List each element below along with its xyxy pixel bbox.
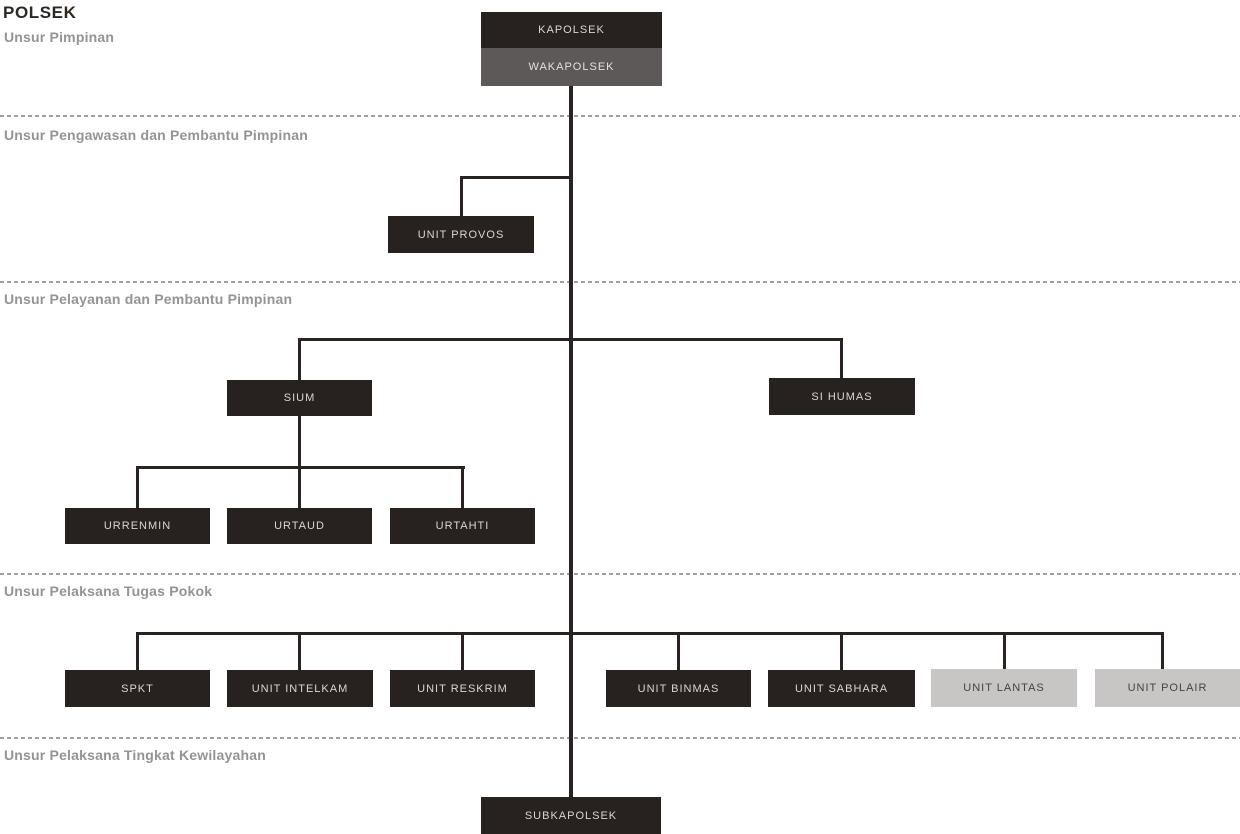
node-unit-lantas: UNIT LANTAS bbox=[931, 669, 1077, 707]
connector-pelayanan-h bbox=[298, 338, 843, 341]
section-divider bbox=[0, 573, 1240, 575]
section-label-kewilayahan: Unsur Pelaksana Tingkat Kewilayahan bbox=[4, 747, 266, 763]
node-spkt: SPKT bbox=[65, 670, 210, 707]
section-divider bbox=[0, 281, 1240, 283]
connector-drop-unit-reskrim bbox=[461, 632, 464, 670]
node-unit-binmas: UNIT BINMAS bbox=[606, 670, 751, 707]
connector-drop-si-humas bbox=[840, 338, 843, 378]
section-label-pelayanan: Unsur Pelayanan dan Pembantu Pimpinan bbox=[4, 291, 293, 307]
connector-provos-h bbox=[460, 176, 571, 179]
connector-drop-urtaud bbox=[298, 466, 301, 508]
node-unit-polair: UNIT POLAIR bbox=[1095, 669, 1240, 707]
connector-drop-unit-polair bbox=[1161, 632, 1164, 670]
node-unit-sabhara: UNIT SABHARA bbox=[768, 670, 915, 707]
connector-trunk bbox=[569, 86, 573, 798]
section-divider bbox=[0, 737, 1240, 739]
section-label-pengawasan: Unsur Pengawasan dan Pembantu Pimpinan bbox=[4, 127, 308, 143]
node-sium: SIUM bbox=[227, 380, 372, 416]
node-urtaud: URTAUD bbox=[227, 508, 372, 544]
page-title: POLSEK bbox=[3, 3, 77, 22]
connector-drop-spkt bbox=[136, 632, 139, 670]
connector-sium-down bbox=[298, 416, 301, 468]
connector-provos-v bbox=[460, 176, 463, 216]
connector-pokok-h bbox=[136, 632, 1164, 635]
connector-drop-urtahti bbox=[461, 466, 464, 508]
node-unit-reskrim: UNIT RESKRIM bbox=[390, 670, 535, 707]
node-si-humas: SI HUMAS bbox=[769, 378, 915, 415]
connector-drop-unit-sabhara bbox=[840, 632, 843, 670]
section-divider bbox=[0, 115, 1240, 117]
section-label-pimpinan: Unsur Pimpinan bbox=[4, 29, 115, 45]
section-label-pelaksana-pokok: Unsur Pelaksana Tugas Pokok bbox=[4, 583, 213, 599]
connector-drop-sium bbox=[298, 338, 301, 380]
node-urrenmin: URRENMIN bbox=[65, 508, 210, 544]
node-urtahti: URTAHTI bbox=[390, 508, 535, 544]
connector-drop-unit-intelkam bbox=[298, 632, 301, 670]
node-unit-intelkam: UNIT INTELKAM bbox=[227, 670, 373, 707]
node-wakapolsek: WAKAPOLSEK bbox=[481, 48, 662, 86]
node-unit-provos: UNIT PROVOS bbox=[388, 216, 534, 253]
connector-drop-unit-lantas bbox=[1003, 632, 1006, 670]
connector-drop-unit-binmas bbox=[677, 632, 680, 670]
connector-drop-urrenmin bbox=[136, 466, 139, 508]
node-kapolsek: KAPOLSEK bbox=[481, 12, 662, 48]
node-subkapolsek: SUBKAPOLSEK bbox=[481, 797, 661, 834]
